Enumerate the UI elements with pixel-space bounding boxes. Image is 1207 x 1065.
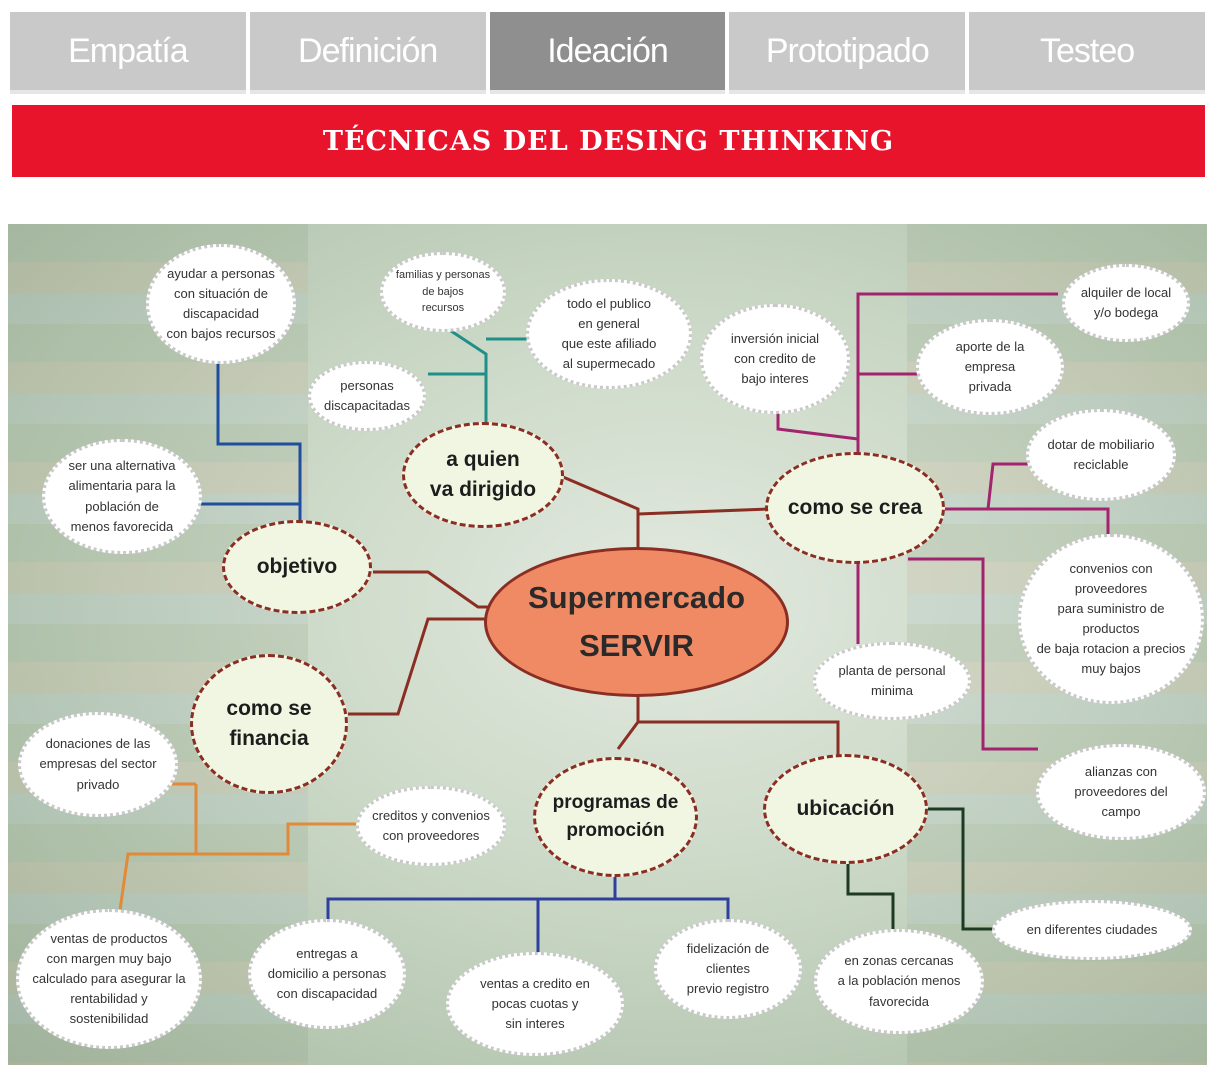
tab-definicion[interactable]: Definición	[249, 12, 486, 94]
connector-crea-mobiliario	[943, 462, 1028, 511]
leaf-convenios: convenios con proveedores para suministr…	[1018, 534, 1204, 704]
connector-objetivo-alternativa	[186, 479, 300, 506]
connector-center-crea	[637, 507, 769, 516]
leaf-creditos: creditos y convenios con proveedores	[356, 786, 506, 866]
leaf-ciudades: en diferentes ciudades	[992, 900, 1192, 960]
branch-como-se-financia: como se financia	[190, 654, 348, 794]
phase-tabs: Empatía Definición Ideación Prototipado …	[10, 12, 1205, 94]
tab-ideacion[interactable]: Ideación	[489, 12, 726, 94]
branch-objetivo: objetivo	[222, 520, 372, 614]
branch-programas-de-promocion: programas de promoción	[533, 757, 698, 877]
branch-a-quien-va-dirigido: a quien va dirigido	[402, 422, 564, 528]
connector-crea-convenios	[943, 507, 1110, 534]
connector-center-aquien	[562, 475, 640, 564]
page-title-banner: TÉCNICAS DEL DESING THINKING	[12, 105, 1205, 177]
connector-programas-fidelizacion	[615, 897, 730, 924]
connector-center-programas	[616, 694, 640, 750]
leaf-mobiliario: dotar de mobiliario reciclable	[1026, 409, 1176, 501]
connector-center-objetivo	[373, 570, 490, 609]
leaf-alianzas: alianzas con proveedores del campo	[1036, 744, 1206, 840]
tab-testeo[interactable]: Testeo	[969, 12, 1205, 94]
leaf-aporte: aporte de la empresa privada	[916, 319, 1064, 415]
connector-crea-alquiler	[856, 292, 1058, 459]
leaf-zonas: en zonas cercanas a la población menos f…	[814, 929, 984, 1034]
tab-prototipado[interactable]: Prototipado	[729, 12, 966, 94]
connector-financia-creditos	[196, 822, 358, 856]
leaf-ayudar: ayudar a personas con situación de disca…	[146, 244, 296, 364]
connector-aquien-familias	[447, 327, 488, 429]
branch-ubicacion: ubicación	[763, 754, 928, 864]
leaf-alquiler: alquiler de local y/o bodega	[1062, 264, 1190, 342]
leaf-planta: planta de personal minima	[813, 642, 971, 720]
connector-crea-alianzas	[908, 557, 1038, 751]
branch-como-se-crea: como se crea	[765, 452, 945, 564]
leaf-donaciones: donaciones de las empresas del sector pr…	[18, 712, 178, 817]
leaf-discapacitadas: personas discapacitadas	[308, 361, 426, 431]
leaf-ventas-credito: ventas a credito en pocas cuotas y sin i…	[446, 952, 624, 1056]
tab-empatia[interactable]: Empatía	[10, 12, 246, 94]
leaf-entregas: entregas a domicilio a personas con disc…	[248, 919, 406, 1029]
connector-center-ubicacion	[638, 720, 840, 759]
connector-financia-ventas	[116, 784, 198, 925]
leaf-inversion: inversión inicial con credito de bajo in…	[700, 304, 850, 414]
leaf-alternativa: ser una alternativa alimentaria para la …	[42, 439, 202, 554]
connector-ubicacion-ciudades	[928, 807, 998, 931]
leaf-familias: familias y personas de bajos recursos	[380, 252, 506, 332]
leaf-fidelizacion: fidelización de clientes previo registro	[654, 919, 802, 1019]
mind-map: ayudar a personas con situación de disca…	[8, 224, 1207, 1065]
connector-center-financia	[348, 617, 490, 716]
leaf-publico: todo el publico en general que este afil…	[526, 279, 692, 389]
connector-programas-entregas	[326, 874, 617, 924]
connector-objetivo-ayudar	[216, 349, 302, 529]
leaf-ventas-margen: ventas de productos con margen muy bajo …	[16, 909, 202, 1049]
connector-programas-ventas	[536, 897, 615, 959]
center-node-supermercado: Supermercado SERVIR	[484, 547, 789, 697]
connector-ubicacion-zonas	[846, 864, 895, 929]
